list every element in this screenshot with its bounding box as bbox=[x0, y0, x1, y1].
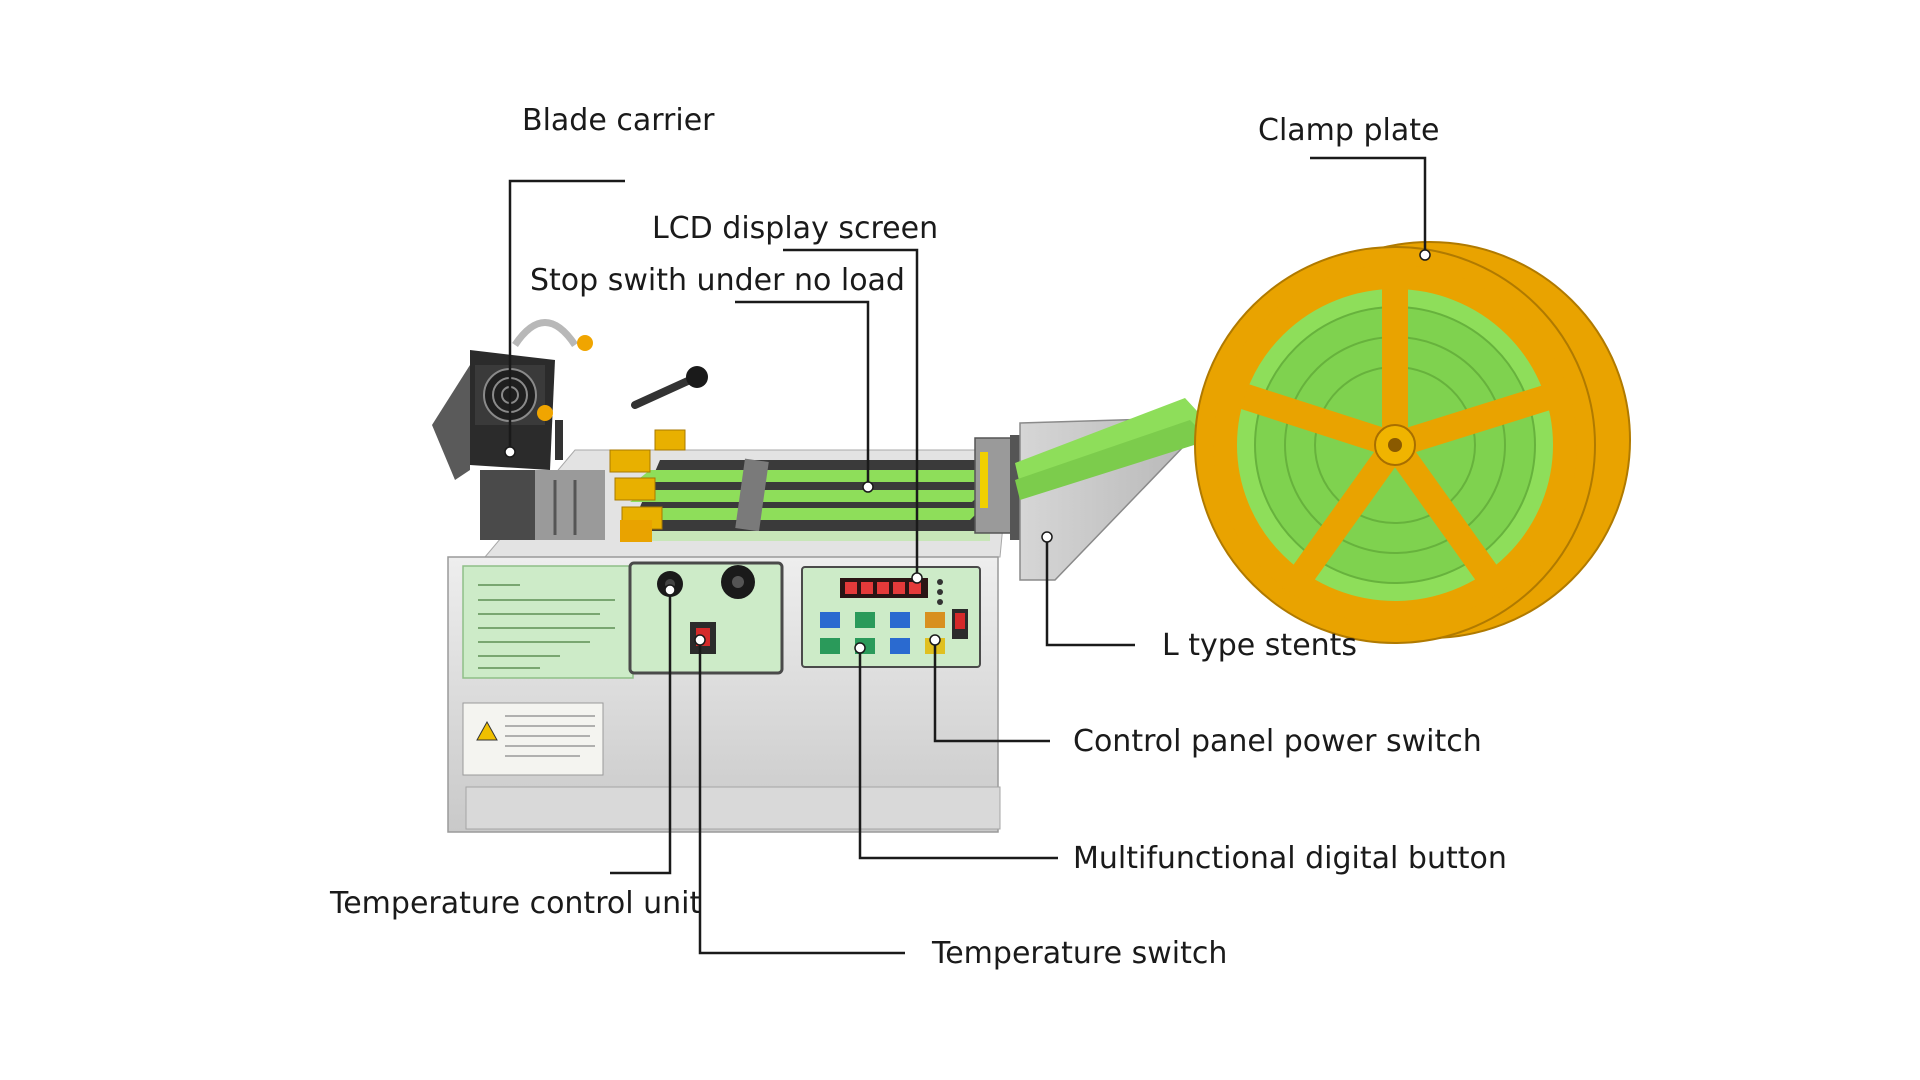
leader-lines bbox=[508, 156, 1427, 955]
leader-clamp-plate bbox=[1310, 156, 1427, 255]
leader-stop-switch bbox=[735, 300, 870, 487]
cutter-head bbox=[432, 319, 708, 542]
leader-control-power bbox=[933, 640, 1050, 743]
leader-blade-carrier bbox=[508, 179, 625, 452]
leader-dots bbox=[504, 249, 1431, 654]
tape-reel bbox=[1194, 241, 1631, 644]
warning-sticker bbox=[462, 702, 604, 776]
label-stop-switch: Stop swith under no load bbox=[530, 263, 905, 298]
label-temperature-control-unit: Temperature control unit bbox=[329, 886, 701, 921]
conveyor bbox=[626, 458, 1005, 541]
label-clamp-plate: Clamp plate bbox=[1258, 113, 1439, 148]
warning-triangle-icon bbox=[476, 720, 498, 741]
instruction-panel bbox=[462, 565, 634, 679]
tape-strap bbox=[1015, 398, 1210, 500]
temperature-panel bbox=[628, 561, 784, 675]
label-control-panel-power-switch: Control panel power switch bbox=[1073, 724, 1482, 759]
leader-temp-switch bbox=[698, 640, 905, 955]
label-blade-carrier: Blade carrier bbox=[522, 103, 715, 138]
roller-clamp bbox=[974, 435, 1020, 540]
leader-multifunction-button bbox=[858, 648, 1058, 860]
leader-l-type-stents bbox=[1045, 537, 1135, 647]
label-temperature-switch: Temperature switch bbox=[931, 936, 1227, 971]
label-l-type-stents: L type stents bbox=[1162, 628, 1357, 663]
label-multifunctional-digital-button: Multifunctional digital button bbox=[1073, 841, 1507, 876]
label-lcd-display-screen: LCD display screen bbox=[652, 211, 938, 246]
digital-control-panel bbox=[801, 566, 981, 668]
leader-lcd-display bbox=[783, 248, 919, 578]
leader-temp-control-unit bbox=[610, 590, 672, 875]
